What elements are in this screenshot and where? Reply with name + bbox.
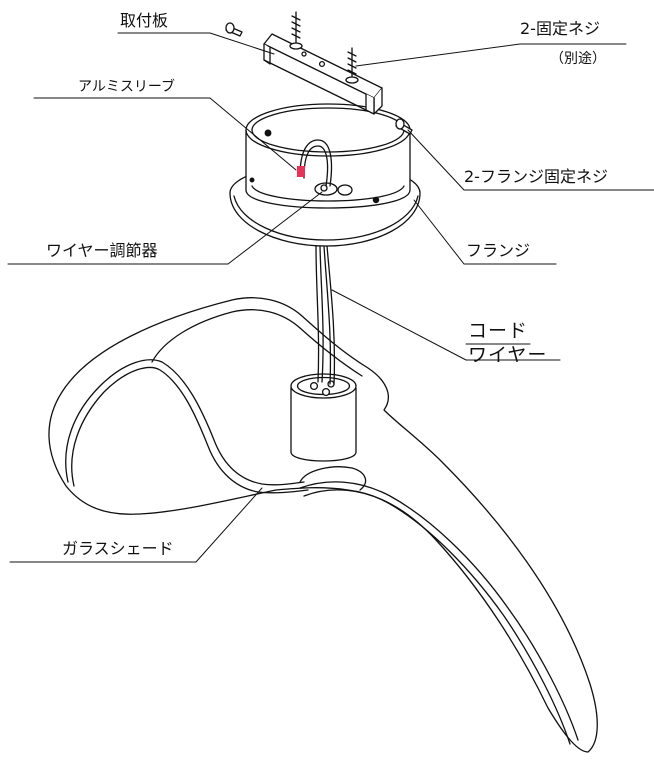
label-sold-separately: （別途） <box>550 51 606 67</box>
label-aluminum-sleeve: アルミスリーブ <box>78 79 176 95</box>
label-fixing-screws: 2-固定ネジ <box>520 19 600 38</box>
leader-lines <box>7 32 654 563</box>
fixing-screws <box>289 11 359 84</box>
label-glass-shade: ガラスシェード <box>62 539 174 558</box>
flange-fixing-screws <box>225 22 413 135</box>
label-flange: フランジ <box>466 241 531 260</box>
label-flange-fixing-screws: 2-フランジ固定ネジ <box>464 167 608 186</box>
canopy-cup <box>245 103 411 209</box>
aluminum-sleeve-marker <box>297 166 305 177</box>
label-cord: コード <box>468 320 529 342</box>
glass-shade <box>48 297 598 753</box>
mounting-plate <box>263 33 383 115</box>
label-wire: ワイヤー <box>468 344 548 366</box>
cord-and-wire <box>315 245 336 385</box>
label-wire-adjuster: ワイヤー調節器 <box>46 241 158 260</box>
socket-holder <box>290 373 357 462</box>
label-mounting-plate: 取付板 <box>120 11 169 30</box>
